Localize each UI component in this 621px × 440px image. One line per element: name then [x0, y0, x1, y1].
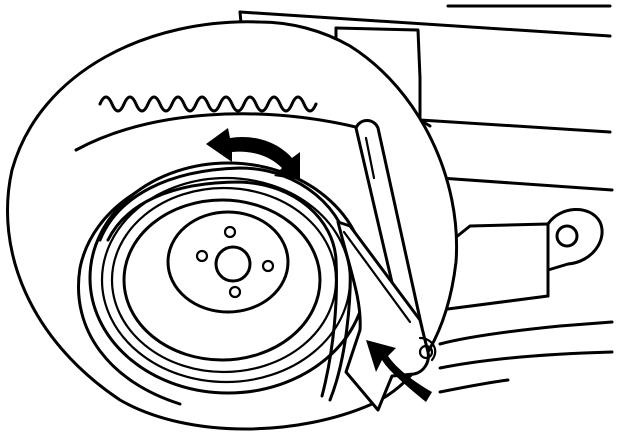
- suspension-arm: [440, 209, 612, 392]
- wheel-rim: [90, 163, 366, 393]
